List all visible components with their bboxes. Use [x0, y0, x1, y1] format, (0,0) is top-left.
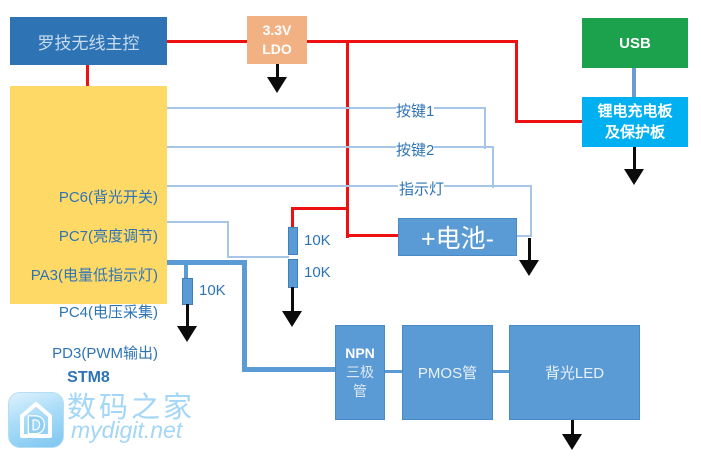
ldo-label-line2: LDO	[262, 41, 292, 57]
npn-label-line1: NPN	[345, 345, 375, 362]
down-arrow-icon	[276, 64, 279, 78]
resistor-divider-lower	[288, 259, 298, 288]
charger-label-line2: 及保护板	[604, 124, 665, 141]
wire-power-down-to-charger	[515, 40, 518, 123]
wire-pa3-to-indicator	[167, 185, 398, 187]
wire-pc4-to-divider	[227, 256, 289, 258]
down-arrow-icon	[624, 169, 644, 185]
wire-npn-to-pmos	[383, 370, 404, 373]
wire-power-controller-to-mcu	[86, 64, 89, 87]
down-arrow-icon	[282, 311, 302, 327]
node-backlight-led: 背光LED	[509, 325, 640, 420]
node-mcu-stm8: PC6(背光开关) PC7(亮度调节) PA3(电量低指示灯) PC4(电压采集…	[10, 86, 167, 386]
wire-pd3-to-npn	[242, 367, 337, 372]
wire-power-branch-to-divider	[291, 207, 349, 210]
pmos-label: PMOS管	[417, 365, 478, 382]
resistor-label-lower: 10K	[304, 264, 331, 281]
usb-label: USB	[619, 34, 651, 52]
wire-indicator-right	[444, 185, 532, 187]
wire-pc4-out	[167, 221, 229, 223]
resistor-divider-upper	[288, 227, 298, 255]
node-pmos: PMOS管	[402, 325, 493, 420]
wire-power-divider-drop	[291, 207, 294, 229]
mcu-pin-pc4: PC4(电压采集)	[58, 304, 158, 321]
down-arrow-icon	[519, 260, 539, 276]
node-ldo: 3.3V LDO	[247, 16, 307, 64]
watermark-site-name: 数码之家	[67, 392, 196, 424]
resistor-pulldown	[182, 278, 193, 305]
mcu-pin-pa3: PA3(电量低指示灯)	[30, 267, 158, 284]
wire-pc4-down	[227, 221, 229, 258]
house-d-icon: D	[20, 402, 52, 440]
wire-pc7-to-key2	[167, 146, 396, 148]
mcu-pin-pc6: PC6(背光开关)	[58, 189, 158, 206]
battery-label: +电池-	[421, 225, 494, 253]
signal-label-key1: 按键1	[396, 103, 435, 120]
node-npn-transistor: NPN 三极 管	[335, 325, 385, 420]
wire-battery-negative	[517, 235, 532, 237]
npn-label-line3: 管	[353, 382, 367, 399]
signal-label-indicator: 指示灯	[399, 181, 445, 198]
down-arrow-icon	[562, 434, 582, 450]
wire-pd3-down	[242, 260, 247, 372]
wire-pd3-out	[167, 260, 247, 265]
svg-text:D: D	[27, 412, 44, 439]
down-arrow-icon	[633, 147, 636, 171]
watermark-site-url: mydigit.net	[71, 417, 183, 443]
charger-label-line1: 锂电充电板	[597, 103, 673, 120]
resistor-label-pulldown: 10K	[199, 282, 226, 299]
led-label: 背光LED	[544, 365, 605, 382]
mcu-chip-label: STM8	[67, 369, 110, 386]
ldo-label-line1: 3.3V	[262, 22, 292, 39]
wire-power-controller-to-ldo	[167, 40, 247, 43]
wireless-controller-label: 罗技无线主控	[37, 33, 140, 53]
down-arrow-icon	[267, 77, 287, 93]
mcu-pin-pd3: PD3(PWM输出)	[52, 345, 158, 362]
wire-power-into-battery	[346, 234, 398, 237]
wire-key1-right	[434, 107, 486, 109]
wire-indicator-down	[530, 185, 532, 237]
node-battery: +电池-	[398, 218, 517, 256]
wire-key2-down	[492, 146, 494, 188]
wire-usb-to-charger	[632, 68, 636, 97]
down-arrow-icon	[177, 326, 197, 342]
wire-key1-down	[484, 107, 486, 149]
down-arrow-icon	[186, 304, 189, 328]
mydigit-logo-icon: D	[8, 392, 64, 448]
down-arrow-icon	[571, 420, 574, 436]
mcu-pin-pc7: PC7(亮度调节)	[58, 228, 158, 245]
wire-pmos-to-led	[491, 370, 511, 373]
wire-pd3-to-pulldown	[184, 260, 188, 280]
node-usb: USB	[582, 18, 688, 68]
wire-pc6-to-key1	[167, 107, 396, 109]
node-charger-board: 锂电充电板 及保护板	[582, 97, 688, 147]
wire-key2-right	[434, 146, 494, 148]
wire-power-down-to-battery	[346, 40, 349, 238]
wire-power-ldo-to-corner	[307, 40, 518, 43]
npn-label-line2: 三极	[346, 364, 374, 381]
node-wireless-controller: 罗技无线主控	[10, 17, 167, 65]
down-arrow-icon	[528, 238, 531, 262]
wire-power-into-charger	[515, 120, 582, 123]
signal-label-key2: 按键2	[396, 142, 435, 159]
resistor-label-upper: 10K	[304, 232, 331, 249]
down-arrow-icon	[291, 287, 294, 313]
